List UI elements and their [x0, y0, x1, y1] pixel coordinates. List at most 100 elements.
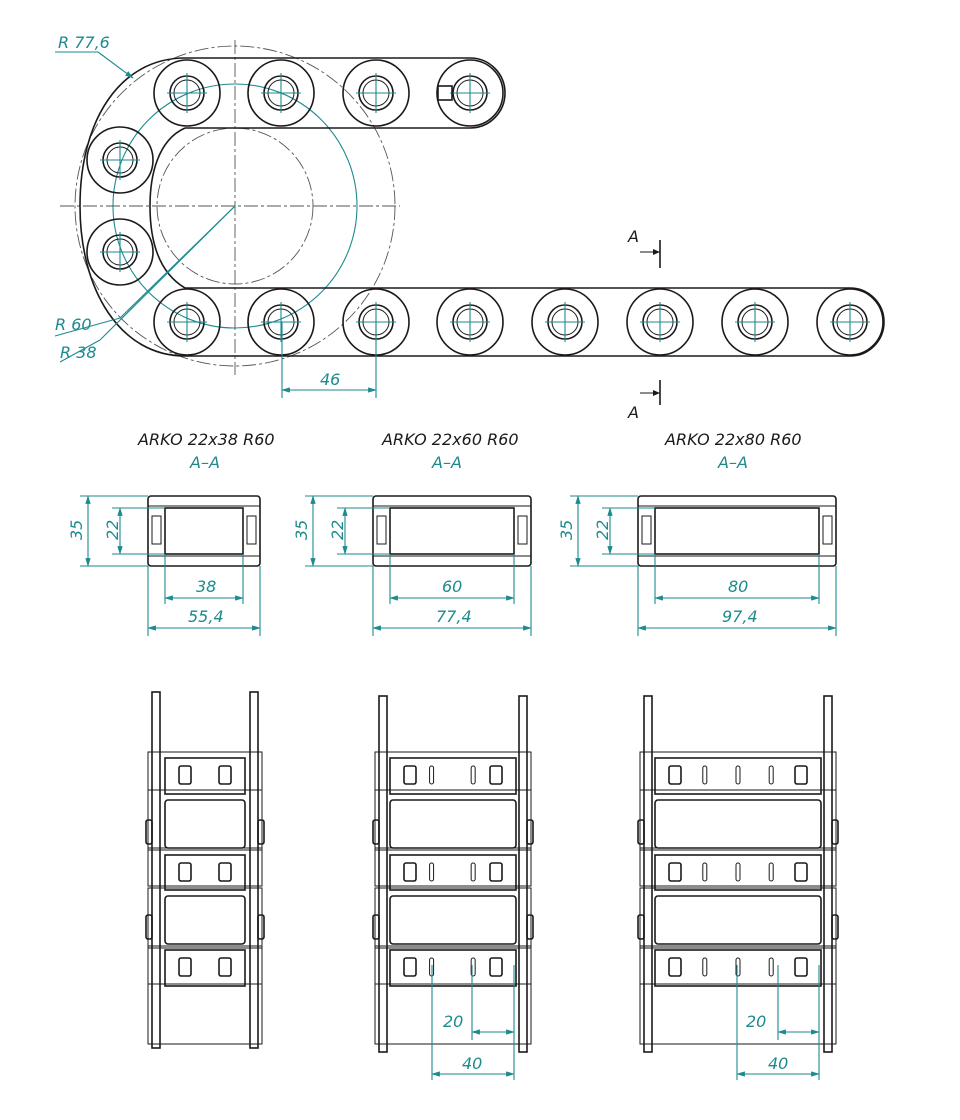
section-views: ARKO 22x38 R60 A–A 35 22 38 55,4: [67, 430, 837, 636]
link-plate: [374, 847, 532, 887]
slot-spacing-label: 20: [443, 1012, 463, 1031]
rail-pin: [831, 914, 839, 940]
link-boss: [153, 59, 221, 127]
slot: [768, 765, 774, 785]
link-boss: [86, 126, 154, 194]
mount-window: [218, 862, 232, 882]
link-plate: [374, 887, 532, 949]
chain-link: [153, 288, 221, 356]
section-title: ARKO 22x80 R60: [664, 430, 802, 449]
frame-opening: [654, 895, 822, 945]
slot: [735, 862, 741, 882]
chain-link: [342, 59, 410, 127]
slot: [768, 862, 774, 882]
section-height: 35: [67, 520, 86, 540]
link-plate: [147, 983, 263, 1045]
mount-window: [794, 957, 808, 977]
crossbar: [389, 949, 517, 987]
rail-pin: [526, 914, 534, 940]
chain-link: [816, 288, 884, 356]
section-inner-height: 22: [328, 520, 347, 540]
top-view-1: [145, 691, 265, 1049]
frame-opening: [164, 799, 246, 849]
slot: [735, 957, 741, 977]
section-inner-height: 22: [593, 520, 612, 540]
slot: [702, 862, 708, 882]
mount-window: [489, 765, 503, 785]
chain-link: [86, 126, 154, 194]
section-title: ARKO 22x38 R60: [137, 430, 275, 449]
radius-outer-label: R 77,6: [58, 33, 110, 52]
mount-window: [178, 765, 192, 785]
crossbar: [654, 949, 822, 987]
frame-opening: [654, 799, 822, 849]
section-outer-width: 55,4: [188, 607, 224, 626]
link-plate: [639, 887, 837, 949]
section-height: 35: [292, 520, 311, 540]
side-rail-left: [151, 691, 161, 1049]
slot: [470, 957, 476, 977]
rail-pin: [145, 819, 153, 845]
slot: [768, 957, 774, 977]
rail-pin: [372, 914, 380, 940]
section-outer-width: 77,4: [436, 607, 472, 626]
chain-link: [721, 288, 789, 356]
rail-pin: [637, 914, 645, 940]
link-boss: [626, 288, 694, 356]
section-22x60: ARKO 22x60 R60 A–A 35 22 60 77,4: [292, 430, 532, 636]
section-label: A–A: [189, 453, 220, 472]
slot: [470, 765, 476, 785]
mount-window: [218, 957, 232, 977]
mount-window: [403, 862, 417, 882]
mount-spacing-label: 40: [462, 1054, 482, 1073]
chain-link: [626, 288, 694, 356]
slot: [702, 765, 708, 785]
section-22x80: ARKO 22x80 R60 A–A 35 22 80 97,4: [557, 430, 837, 636]
mount-window: [668, 862, 682, 882]
section-inner-width: 60: [442, 577, 462, 596]
side-rail-right: [823, 695, 833, 1053]
slot-spacing-label: 20: [746, 1012, 766, 1031]
mount-window: [794, 765, 808, 785]
chain-link: [153, 59, 221, 127]
mount-window: [668, 957, 682, 977]
side-view: R 77,6 R 60 R 38 46 A A: [54, 33, 885, 422]
section-mark-bottom: A: [627, 403, 639, 422]
mount-window: [794, 862, 808, 882]
chain-link: [86, 218, 154, 286]
section-outer-width: 97,4: [722, 607, 758, 626]
rail-pin: [257, 819, 265, 845]
crossbar: [654, 757, 822, 795]
chain-link: [247, 59, 315, 127]
link-plate: [147, 887, 263, 949]
chain-link: [247, 288, 315, 356]
section-label: A–A: [431, 453, 462, 472]
end-cap-slot: [437, 85, 453, 101]
link-plate: [639, 789, 837, 851]
link-boss: [436, 59, 504, 127]
side-rail-right: [518, 695, 528, 1053]
link-boss: [342, 59, 410, 127]
link-boss: [721, 288, 789, 356]
link-boss: [816, 288, 884, 356]
rail-pin: [526, 819, 534, 845]
section-label: A–A: [717, 453, 748, 472]
side-rail-left: [643, 695, 653, 1053]
slot: [735, 765, 741, 785]
crossbar: [164, 757, 246, 795]
link-boss: [153, 288, 221, 356]
link-boss: [436, 288, 504, 356]
link-boss: [247, 59, 315, 127]
chain-link: [531, 288, 599, 356]
crossbar: [389, 757, 517, 795]
frame-opening: [389, 799, 517, 849]
chain-link: [436, 288, 504, 356]
mount-window: [668, 765, 682, 785]
section-height: 35: [557, 520, 576, 540]
rail-pin: [257, 914, 265, 940]
link-plate: [374, 789, 532, 851]
section-inner-width: 38: [196, 577, 216, 596]
radius-inner-label: R 38: [60, 343, 97, 362]
mount-window: [178, 862, 192, 882]
